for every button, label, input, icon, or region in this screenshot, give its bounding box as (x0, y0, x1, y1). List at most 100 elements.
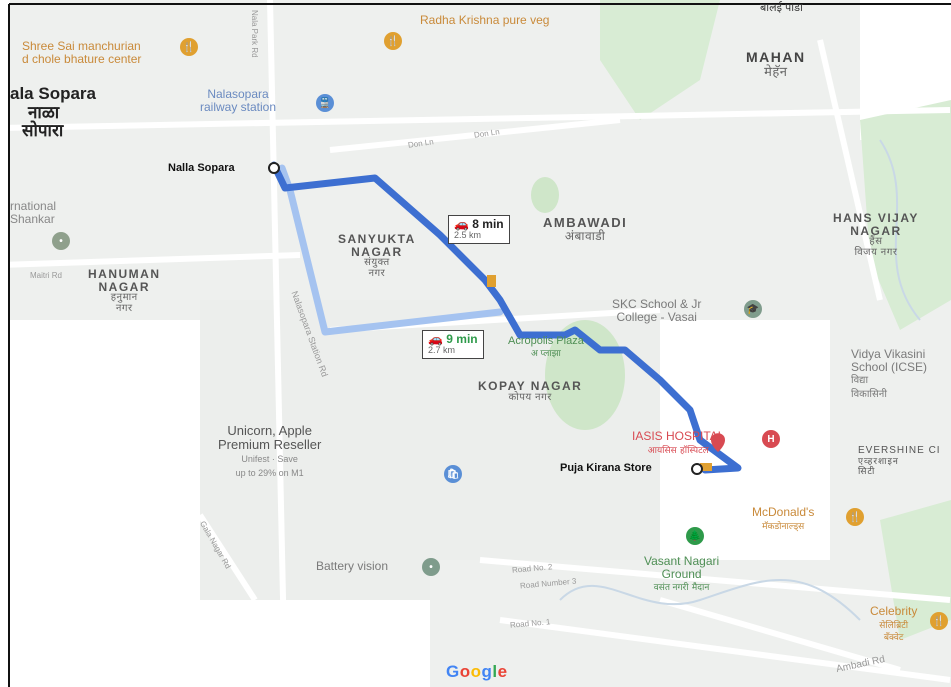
poi-line: College - Vasai (616, 309, 697, 324)
area-mr: सिटी (858, 466, 876, 476)
poi-line: आयसिस (647, 444, 677, 455)
poi-line: Celebrity (870, 604, 918, 618)
poi-line: Vidya Vikasini (851, 347, 926, 361)
locality-nala-sopara: ala Sopara नाळा सोपारा (10, 84, 96, 141)
area-hans-vijay: HANS VIJAY NAGAR हैंस विजय नगर (833, 212, 919, 258)
google-letter: o (459, 662, 471, 681)
google-letter: o (470, 662, 482, 681)
origin-label[interactable]: Nalla Sopara (168, 162, 235, 174)
poi-line: विद्या (851, 375, 869, 387)
poi-line: Premium Reseller (218, 436, 322, 452)
green-area (880, 500, 951, 640)
road-label: Maitri Rd (30, 271, 63, 280)
green-area (860, 100, 951, 330)
locality-mr: सोपारा (22, 121, 64, 141)
google-logo: Google (446, 662, 508, 682)
restaurant-icon[interactable]: 🍴 (384, 32, 402, 50)
pin-icon (711, 433, 725, 452)
poi-line: Unifest · Save (241, 454, 298, 465)
poi-line: School (ICSE) (851, 359, 928, 374)
traffic-segment (487, 275, 496, 287)
poi-line: वसंत नगरी (653, 582, 689, 593)
poi-shree-sai[interactable]: Shree Sai manchurian d chole bhature cen… (22, 40, 141, 65)
area-en: NAGAR (98, 279, 150, 294)
area-en: MAHAN (746, 49, 806, 65)
place-icon[interactable]: • (52, 232, 70, 250)
poi-line: Shree Sai manchurian (22, 39, 141, 53)
area-label: बालई पाडा (760, 2, 803, 14)
road-label: Nala Park Rd (250, 10, 259, 58)
area-en: EVERSHINE CI (858, 445, 941, 456)
poi-line: Vasant Nagari (644, 554, 720, 568)
train-icon[interactable]: 🚆 (316, 94, 334, 112)
main-route (270, 161, 742, 474)
area-mr: नगर (368, 267, 386, 279)
poi-national[interactable]: rnational Shankar (10, 200, 56, 225)
shopping-icon[interactable]: 🛍 (444, 465, 462, 483)
area-evershine: EVERSHINE CI एव्हरशाइन सिटी (858, 445, 941, 478)
destination-label[interactable]: Puja Kirana Store (560, 462, 652, 474)
poi-iasis-hospital[interactable]: IASIS HOSPITAL आयसिस हॉस्पिटल (632, 430, 724, 455)
poi-line: Unicorn, Apple (227, 423, 312, 438)
route-distance: 2.5 km (454, 230, 482, 241)
restaurant-icon[interactable]: 🍴 (930, 612, 948, 630)
area-ambawadi: AMBAWADI अंबावाडी (543, 216, 627, 242)
poi-line: d chole bhature center (22, 51, 142, 66)
area-mahan: MAHAN मेहॅन (746, 50, 806, 78)
restaurant-icon[interactable]: 🍴 (180, 38, 198, 56)
poi-acropolis[interactable]: Acropolis Plaza अ प्लाझा (508, 335, 584, 359)
area-mr: मेहॅन (764, 63, 788, 79)
poi-battery-vision[interactable]: Battery vision (316, 559, 389, 573)
poi-railway-station[interactable]: Nalasopara railway station (200, 88, 276, 113)
route-time: 8 min (472, 217, 504, 231)
poi-mcdonalds[interactable]: McDonald's मॅकडोनाल्ड्स (752, 506, 814, 531)
school-icon[interactable]: 🎓 (744, 300, 762, 318)
poi-skc-school[interactable]: SKC School & Jr College - Vasai (612, 298, 701, 323)
area-mr: हनुमान (110, 292, 138, 304)
destination-marker (691, 463, 703, 475)
poi-line: up to 29% on M1 (235, 467, 304, 478)
area-mr: कोपय नगर (508, 391, 552, 403)
route-distance: 2.7 km (428, 345, 456, 356)
area-en: HANUMAN (88, 267, 161, 281)
google-letter: e (497, 662, 508, 681)
area-mr: हैंस (869, 236, 883, 248)
area-en: AMBAWADI (543, 215, 628, 230)
poi-line: मॅकडोनाल्ड्स (762, 520, 805, 531)
area-en: KOPAY NAGAR (478, 379, 583, 393)
poi-vidya-vikasini[interactable]: Vidya Vikasini School (ICSE) विद्या विका… (851, 348, 927, 400)
place-icon[interactable]: • (422, 558, 440, 576)
traffic-segment (700, 463, 712, 471)
google-letter: G (446, 662, 460, 681)
poi-radha-krishna[interactable]: Radha Krishna pure veg (420, 13, 550, 27)
locality-mr: नाळा (28, 102, 60, 122)
park-icon[interactable]: 🌲 (686, 527, 704, 545)
locality-en: ala Sopara (10, 84, 96, 103)
hospital-icon[interactable]: H (762, 430, 780, 448)
poi-line: हॉस्पिटल (680, 444, 709, 455)
poi-line: बँक्वेट (883, 632, 904, 643)
poi-line: railway station (200, 99, 277, 114)
poi-line: विकासिनी (851, 388, 887, 400)
area-mr: संयुक्त (364, 257, 390, 269)
poi-unicorn[interactable]: Unicorn, Apple Premium Reseller Unifest … (218, 424, 321, 479)
car-icon: 🚗 (454, 217, 469, 231)
poi-line: SKC School & Jr (612, 297, 702, 311)
area-mr: नगर (115, 302, 133, 314)
route-info-alt[interactable]: 🚗 9 min 2.7 km (422, 330, 484, 360)
route-time: 9 min (446, 332, 478, 346)
area-sanyukta-nagar: SANYUKTA NAGAR संयुक्त नगर (338, 233, 416, 279)
route-info-main[interactable]: 🚗 8 min 2.5 km (448, 215, 510, 245)
poi-line: सेलिब्रिटी (879, 619, 909, 630)
area-mr: विजय नगर (854, 246, 898, 258)
restaurant-icon[interactable]: 🍴 (846, 508, 864, 526)
poi-line: McDonald's (752, 505, 815, 519)
google-letter: g (481, 662, 493, 681)
poi-celebrity[interactable]: Celebrity सेलिब्रिटी बँक्वेट (870, 605, 917, 643)
poi-line: Shankar (10, 211, 55, 226)
poi-vasant-nagari[interactable]: Vasant Nagari Ground वसंत नगरी मैदान (644, 555, 719, 593)
area-hanuman-nagar: HANUMAN NAGAR हनुमान नगर (88, 268, 161, 314)
